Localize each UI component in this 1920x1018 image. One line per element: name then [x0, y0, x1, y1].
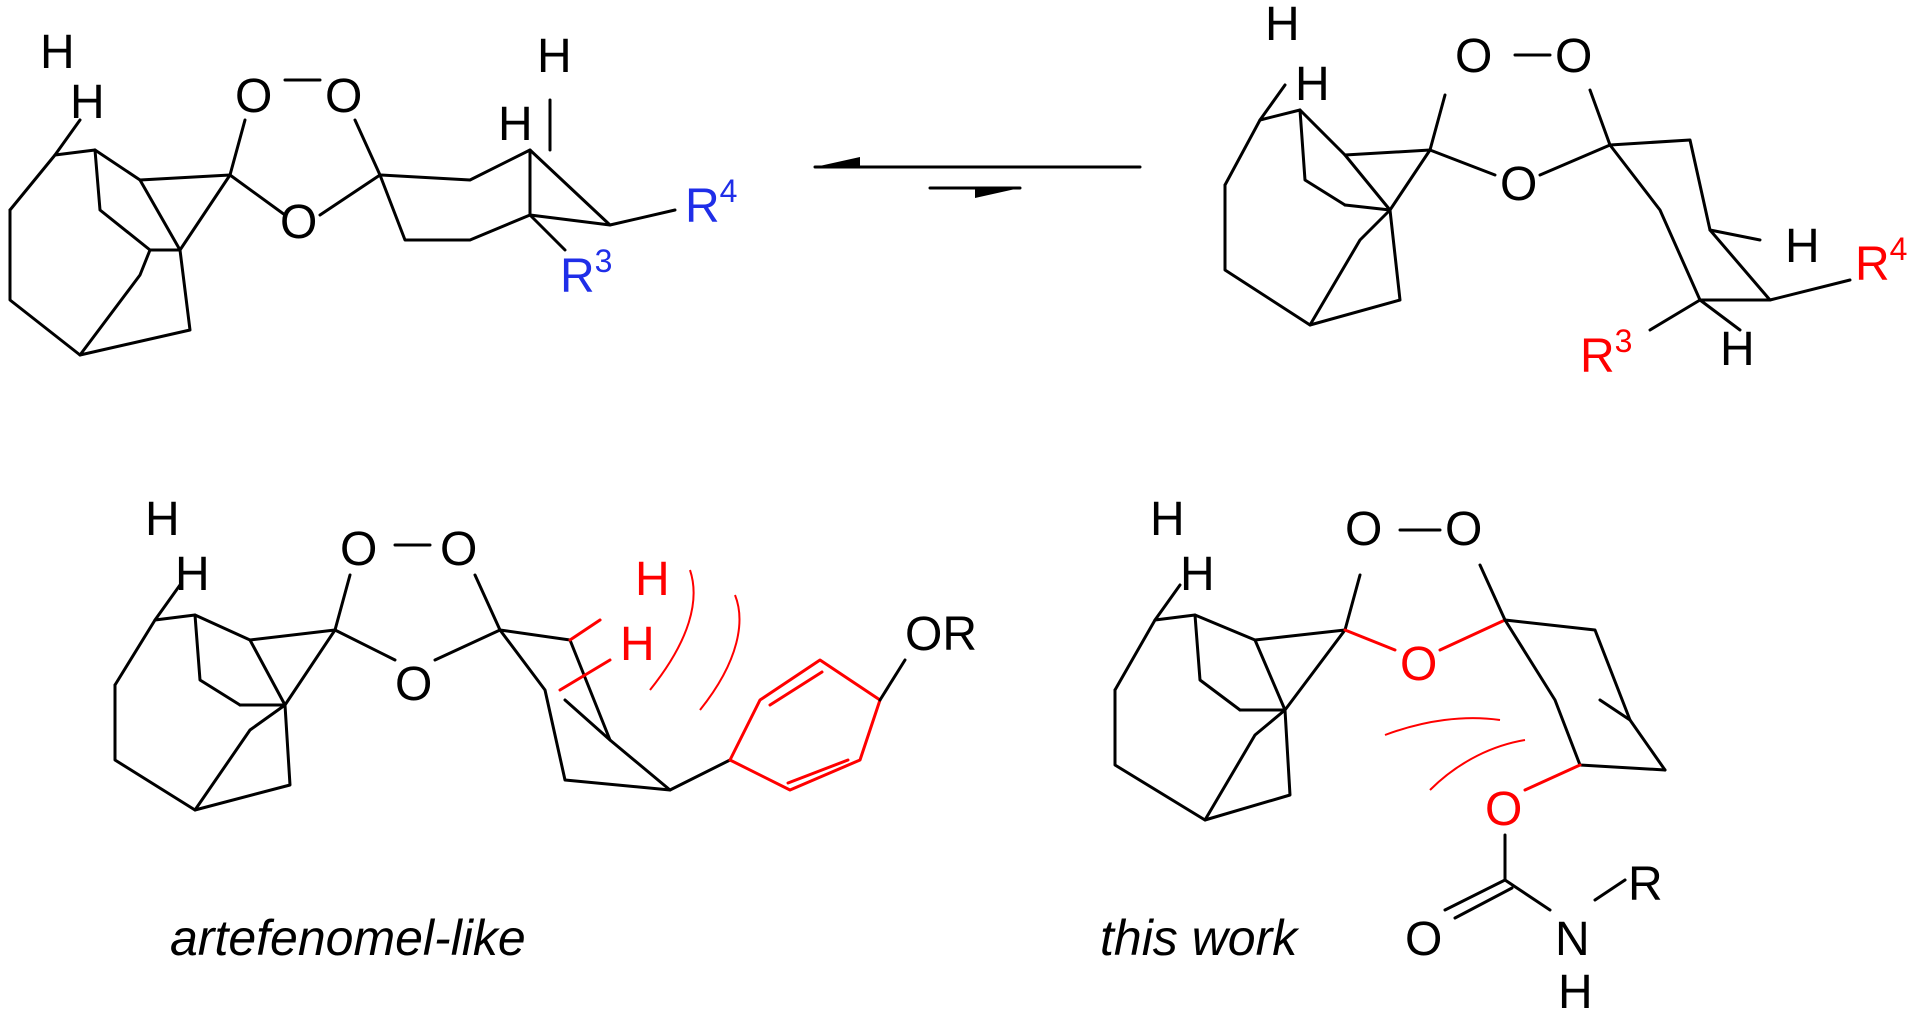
molecule-top-left: H H O O O H H R3 R4 [8, 26, 737, 357]
atom-o-bottom-left-1: O [340, 523, 377, 576]
steric-clash-arcs-bottom-right [1384, 717, 1526, 791]
steric-clash-arcs-bottom-left [649, 569, 741, 711]
substituent-r4-top-left: R4 [685, 173, 737, 233]
reverse-arrow-head [815, 157, 860, 167]
atom-o-bottom-left-3: O [395, 658, 432, 711]
r3-sup: 3 [1615, 323, 1633, 359]
adamantane-cage-top-left [8, 118, 232, 357]
atom-h-top-right-2: H [1295, 58, 1330, 111]
atom-n-bottom-right: N [1555, 913, 1590, 966]
r3-sup: 3 [595, 243, 613, 279]
atom-h-bottom-left-red-2: H [620, 618, 655, 671]
substituent-r4-top-right: R4 [1855, 231, 1907, 291]
r4-sup: 4 [720, 173, 738, 209]
atom-o-top-left-2: O [325, 70, 362, 123]
atom-o-bottom-right-5: O [1405, 913, 1442, 966]
atom-h-bottom-right-3: H [1558, 966, 1593, 1018]
atom-o-bottom-left-2: O [440, 523, 477, 576]
atom-h-bottom-right-2: H [1180, 548, 1215, 601]
adamantane-cage-bottom-right [1113, 583, 1347, 822]
aryl-ring-bottom-left [728, 658, 907, 792]
r4-base: R [1855, 238, 1890, 291]
atom-h-top-left-4: H [498, 98, 533, 151]
atom-o-bottom-right-2: O [1445, 503, 1482, 556]
atom-o-top-right-1: O [1455, 30, 1492, 83]
molecule-top-right: H H O O O H H R3 R4 [1223, 0, 1907, 383]
atom-o-top-left-3: O [280, 196, 317, 249]
atom-h-bottom-right-1: H [1150, 493, 1185, 546]
atom-h-bottom-left-red-1: H [635, 553, 670, 606]
atom-h-top-right-1: H [1265, 0, 1300, 51]
trioxolane-bottom-right [1343, 528, 1507, 652]
r4-sup: 4 [1890, 231, 1908, 267]
cyclohexane-bottom-right [1503, 618, 1667, 772]
forward-arrow-head [975, 188, 1020, 198]
molecule-bottom-right: H H O O O O O N H R [1113, 493, 1667, 1018]
caption-this-work: this work [1100, 910, 1300, 966]
atom-o-bottom-right-1: O [1345, 503, 1382, 556]
atom-o-top-right-2: O [1555, 30, 1592, 83]
substituent-or: OR [905, 608, 977, 661]
r4-base: R [685, 180, 720, 233]
carbamate-bottom-right [1443, 763, 1627, 920]
trioxolane-bottom-left [333, 543, 502, 662]
substituent-r3-top-right: R3 [1580, 323, 1632, 383]
adamantane-cage-top-right [1223, 83, 1432, 327]
cyclohexane-top-left [378, 98, 677, 252]
substituent-r3-top-left: R3 [560, 243, 612, 303]
equilibrium-arrow [813, 157, 1142, 198]
r3-base: R [560, 250, 595, 303]
atom-o-bottom-right-4: O [1485, 783, 1522, 836]
atom-h-bottom-left-1: H [145, 493, 180, 546]
atom-o-top-right-3: O [1500, 158, 1537, 211]
atom-o-bottom-right-3: O [1400, 638, 1437, 691]
atom-h-top-left-3: H [537, 30, 572, 83]
atom-h-top-right-4: H [1720, 323, 1755, 376]
cyclohexane-bottom-left [498, 628, 732, 792]
atom-o-top-left-1: O [235, 70, 272, 123]
molecule-bottom-left: H H O O O H H OR [113, 493, 977, 812]
substituent-r-bottom-right: R [1628, 858, 1663, 911]
adamantane-cage-bottom-left [113, 583, 337, 812]
equatorial-h-bonds-bottom-left [558, 618, 612, 692]
atom-h-bottom-left-2: H [175, 548, 210, 601]
trioxolane-top-right [1428, 53, 1612, 177]
r3-base: R [1580, 330, 1615, 383]
atom-h-top-left-1: H [40, 26, 75, 79]
atom-h-top-right-3: H [1785, 220, 1820, 273]
trioxolane-top-left [228, 78, 382, 217]
cyclohexane-top-right [1608, 138, 1852, 332]
caption-artefenomel-like: artefenomel-like [170, 910, 526, 966]
atom-h-top-left-2: H [70, 76, 105, 129]
